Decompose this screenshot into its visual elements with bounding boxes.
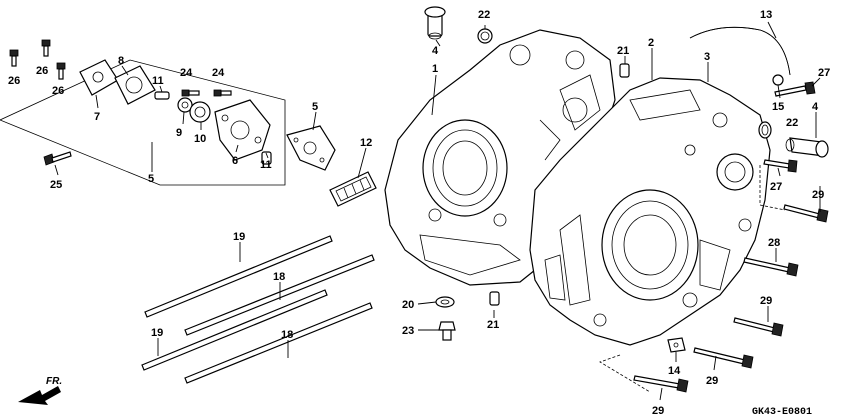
bolt-part-28-middle bbox=[743, 257, 799, 277]
diagram-part-code: GK43-E0801 bbox=[752, 407, 812, 418]
callout-1: 1 bbox=[432, 63, 438, 75]
bolt-part-24-a bbox=[181, 89, 200, 97]
drain-bolt-part-23 bbox=[438, 321, 456, 341]
callout-11: 10 bbox=[194, 133, 206, 145]
bolt-part-26-a bbox=[9, 49, 19, 67]
callout-14: 12 bbox=[360, 137, 372, 149]
callout-5: 5 bbox=[148, 173, 154, 185]
front-direction-arrow: FR. bbox=[18, 376, 62, 405]
callout-16: 14 bbox=[668, 365, 681, 377]
bolt-part-24-b bbox=[213, 89, 232, 97]
pin-part-12 bbox=[154, 91, 170, 100]
bolt-part-25 bbox=[43, 151, 72, 166]
callout-22-top: 22 bbox=[478, 9, 490, 21]
shaft-part-4-right bbox=[785, 137, 829, 158]
bolt-part-29-middle bbox=[733, 317, 784, 337]
bolt-part-28-top bbox=[774, 81, 816, 97]
callout-29-middle: 29 bbox=[760, 295, 772, 307]
bolt-part-29-bottom bbox=[633, 375, 689, 393]
callout-28-top: 27 bbox=[818, 67, 830, 79]
callout-17: 15 bbox=[772, 101, 784, 113]
callout-10: 9 bbox=[176, 127, 182, 139]
callout-12: 11 bbox=[152, 75, 164, 87]
pump-cover-part-8 bbox=[79, 59, 119, 96]
callout-9: 8 bbox=[118, 55, 124, 67]
bolt-part-29-upper bbox=[783, 204, 829, 223]
stud-part-18-top bbox=[184, 254, 375, 336]
callout-26-a: 26 bbox=[8, 75, 20, 87]
callout-29-lower: 29 bbox=[706, 375, 718, 387]
dowel-part-13 bbox=[261, 151, 272, 165]
callout-18-top: 18 bbox=[273, 271, 285, 283]
callout-20: 20 bbox=[402, 299, 414, 311]
callout-6: 5 bbox=[312, 101, 318, 113]
callout-25: 25 bbox=[50, 179, 62, 191]
callout-27: 27 bbox=[770, 181, 782, 193]
callout-21-top: 21 bbox=[617, 45, 629, 57]
bolt-part-26-b bbox=[41, 39, 51, 57]
rotor-part-11 bbox=[189, 101, 211, 123]
seal-part-22-top bbox=[477, 28, 493, 44]
shaft-part-4-top bbox=[424, 6, 446, 40]
callout-29-upper: 29 bbox=[812, 189, 824, 201]
callout-21-bottom: 21 bbox=[487, 319, 499, 331]
callout-13: 11 bbox=[260, 159, 272, 171]
callout-7: 6 bbox=[232, 155, 238, 167]
callout-15: 13 bbox=[760, 9, 772, 21]
stud-part-18-bottom bbox=[184, 302, 373, 384]
leader-lines bbox=[54, 21, 821, 401]
callout-24-b: 24 bbox=[212, 67, 225, 79]
callout-22-right: 22 bbox=[786, 117, 798, 129]
callout-2: 2 bbox=[648, 37, 654, 49]
bolt-part-26-c bbox=[56, 62, 66, 80]
washer-part-20 bbox=[435, 296, 455, 308]
stud-part-19-bottom bbox=[141, 289, 328, 371]
dowel-part-21-bottom bbox=[489, 291, 500, 306]
callout-23: 23 bbox=[402, 325, 414, 337]
callout-26-b: 26 bbox=[36, 65, 48, 77]
callout-4-right: 4 bbox=[812, 101, 819, 113]
filter-screen-part-14 bbox=[329, 171, 377, 207]
gasket-part-9 bbox=[114, 65, 156, 105]
clip-part-17 bbox=[772, 74, 784, 86]
callout-26-c: 26 bbox=[52, 85, 64, 97]
bolt-part-27 bbox=[763, 159, 798, 173]
callout-28-middle: 28 bbox=[768, 237, 780, 249]
callout-29-bottom: 29 bbox=[652, 405, 664, 417]
pump-body-part-7 bbox=[214, 99, 271, 161]
gasket-part-6 bbox=[286, 125, 336, 171]
bolt-part-29-lower bbox=[693, 347, 754, 369]
right-crankcase-half bbox=[529, 77, 771, 346]
direction-label: FR. bbox=[46, 376, 62, 387]
callout-24-a: 24 bbox=[180, 67, 193, 79]
callout-8: 7 bbox=[94, 111, 100, 123]
left-crankcase-half bbox=[384, 29, 616, 286]
callout-3: 3 bbox=[704, 51, 710, 63]
clamp-part-16 bbox=[667, 337, 686, 353]
callout-19-bottom: 19 bbox=[151, 327, 163, 339]
stud-part-19-top bbox=[144, 235, 333, 318]
callout-4-top: 4 bbox=[432, 45, 439, 57]
callout-19-top: 19 bbox=[233, 231, 245, 243]
seal-part-22-right bbox=[758, 121, 772, 139]
callout-18-bottom: 18 bbox=[281, 329, 293, 341]
rotor-part-10 bbox=[177, 97, 193, 113]
dowel-part-21-top bbox=[619, 63, 630, 78]
